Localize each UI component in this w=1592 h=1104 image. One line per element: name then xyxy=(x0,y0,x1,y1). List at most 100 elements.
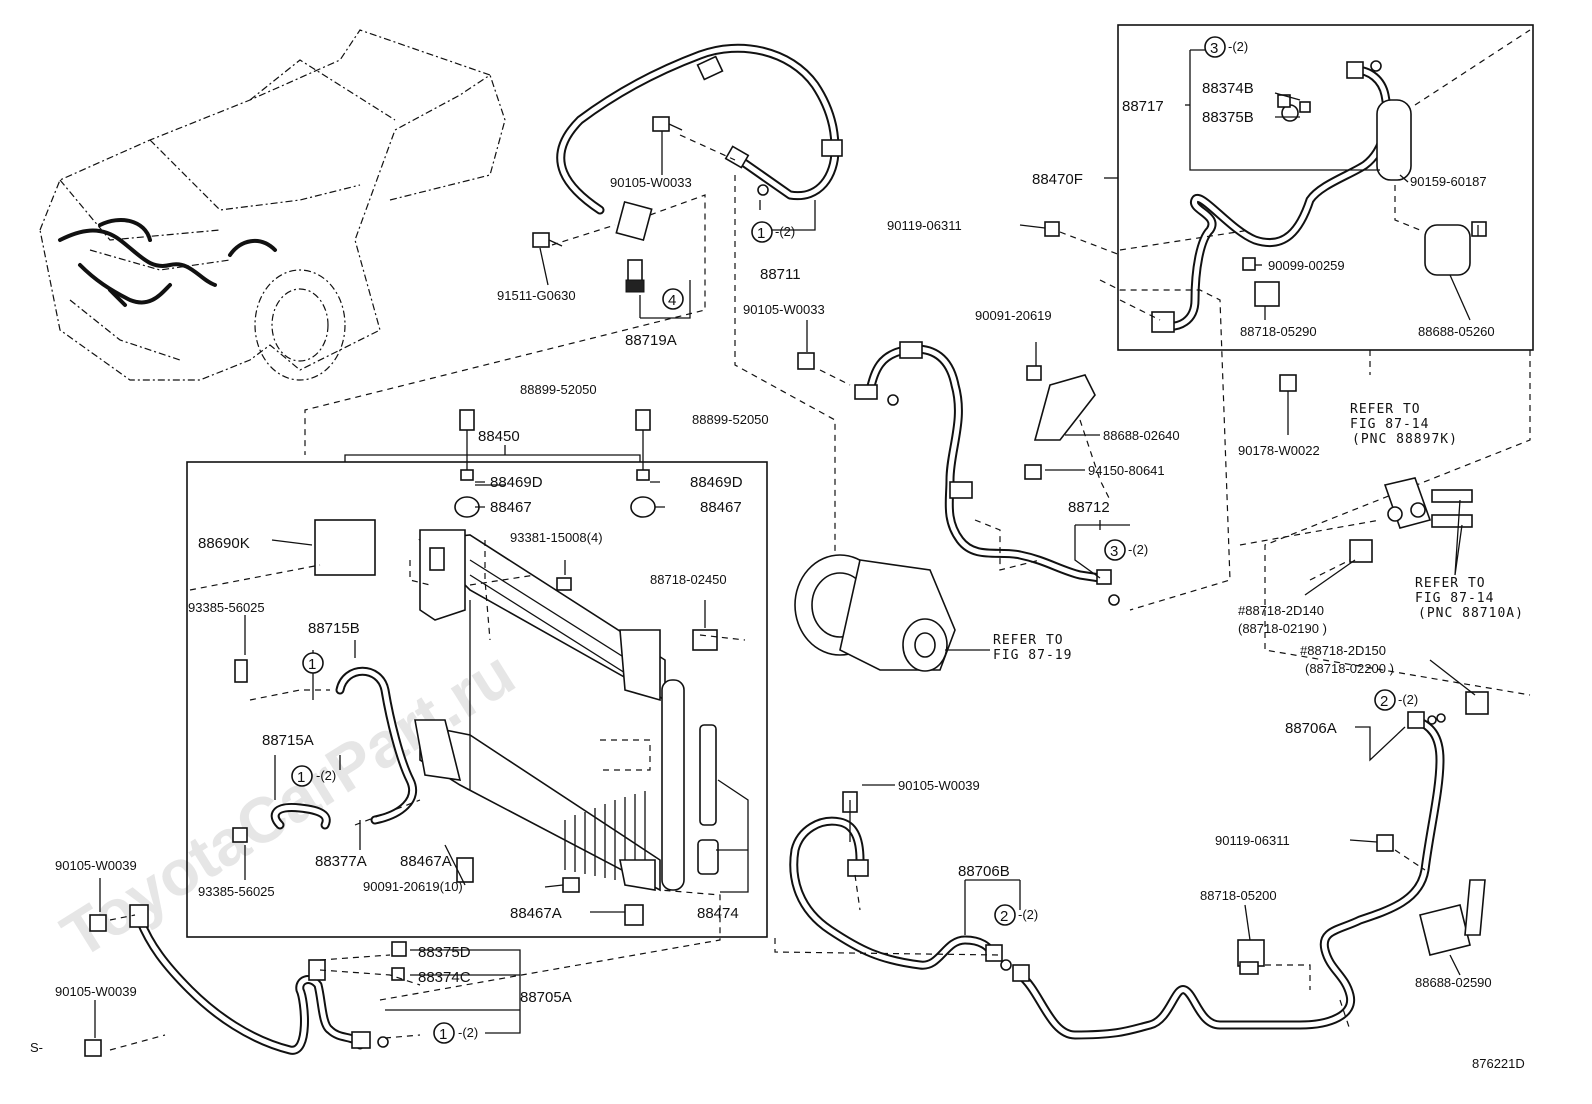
label-88718-2d150: #88718-2D150 xyxy=(1300,643,1386,658)
svg-text:1: 1 xyxy=(297,769,305,786)
svg-text:REFER TO: REFER TO xyxy=(1350,402,1421,417)
label-90105-w0033-a: 90105-W0033 xyxy=(610,175,692,190)
label-94150-80641: 94150-80641 xyxy=(1088,463,1165,478)
svg-text:2: 2 xyxy=(1000,908,1008,925)
label-90099-00259: 90099-00259 xyxy=(1268,258,1345,273)
label-88718-2d140: #88718-2D140 xyxy=(1238,603,1324,618)
label-90159-60187: 90159-60187 xyxy=(1410,174,1487,189)
pipe-88706a xyxy=(1012,711,1446,1040)
label-88718-02200: (88718-02200 ) xyxy=(1305,661,1394,676)
svg-text:(PNC 88710A): (PNC 88710A) xyxy=(1418,606,1524,621)
svg-text:-(2): -(2) xyxy=(1128,542,1148,557)
part-labels: 88711 90105-W0033 91511-G0630 88719A 901… xyxy=(55,80,1495,1006)
diagram-id: 876221D xyxy=(1472,1056,1525,1071)
receiver-box-88470f xyxy=(1117,24,1534,351)
label-88690k: 88690K xyxy=(198,535,250,552)
label-91511-g0630: 91511-G0630 xyxy=(497,288,576,303)
label-88706a: 88706A xyxy=(1285,720,1337,737)
svg-text:1: 1 xyxy=(757,225,765,242)
svg-text:-(2): -(2) xyxy=(775,224,795,239)
pipe-88470f xyxy=(1151,60,1412,333)
pipe-88715a xyxy=(270,802,331,830)
hose-88711 xyxy=(556,43,843,215)
callout-2-88706a: 2 -(2) xyxy=(1374,689,1418,711)
callout-2-88706b: 2 -(2) xyxy=(994,904,1038,926)
label-88899-52050-a: 88899-52050 xyxy=(520,382,597,397)
label-90105-w0033-b: 90105-W0033 xyxy=(743,302,825,317)
label-88717: 88717 xyxy=(1122,98,1164,115)
condenser-core xyxy=(418,534,666,892)
fasteners-condenser xyxy=(232,409,718,926)
label-88469d-a: 88469D xyxy=(490,474,543,491)
label-88899-52050-b: 88899-52050 xyxy=(692,412,769,427)
label-88718-02190: (88718-02190 ) xyxy=(1238,621,1327,636)
label-88374b: 88374B xyxy=(1202,80,1254,97)
svg-text:-(2): -(2) xyxy=(458,1025,478,1040)
corner-mark: S- xyxy=(30,1040,43,1055)
label-88688-02640: 88688-02640 xyxy=(1103,428,1180,443)
condenser-assembly-box xyxy=(186,461,768,938)
pipe-88715b xyxy=(335,666,417,825)
label-88705a: 88705A xyxy=(520,989,572,1006)
svg-text:4: 4 xyxy=(668,292,676,309)
label-88719a: 88719A xyxy=(625,332,677,349)
svg-text:REFER TO: REFER TO xyxy=(993,633,1064,648)
wire-harness xyxy=(58,218,277,307)
condenser-fins xyxy=(564,791,646,886)
label-88688-05260: 88688-05260 xyxy=(1418,324,1495,339)
bracket-88688-02640 xyxy=(797,352,1096,480)
label-88467a-b: 88467A xyxy=(510,905,562,922)
receiver-parts-box xyxy=(1242,94,1487,307)
svg-text:-(2): -(2) xyxy=(1228,39,1248,54)
label-90178-w0022: 90178-W0022 xyxy=(1238,443,1320,458)
label-88711: 88711 xyxy=(760,266,801,283)
receiver-tank xyxy=(661,679,685,891)
label-90105-w0039-c: 90105-W0039 xyxy=(898,778,980,793)
compressor xyxy=(794,554,956,672)
callout-4-88719a: 4 xyxy=(662,288,684,310)
hose-88712 xyxy=(854,341,1120,606)
svg-text:FIG 87-14: FIG 87-14 xyxy=(1350,417,1429,432)
label-88469d-b: 88469D xyxy=(690,474,743,491)
label-88706b: 88706B xyxy=(958,863,1010,880)
svg-text:-(2): -(2) xyxy=(1398,692,1418,707)
label-88467-a: 88467 xyxy=(490,499,532,516)
label-88474: 88474 xyxy=(697,905,739,922)
label-88688-02590: 88688-02590 xyxy=(1415,975,1492,990)
label-88718-02450: 88718-02450 xyxy=(650,572,727,587)
svg-text:1: 1 xyxy=(439,1026,447,1043)
label-90119-06311-a: 90119-06311 xyxy=(887,218,962,233)
bolts-top xyxy=(532,116,683,248)
refer-notes: REFER TO FIG 87-14 (PNC 88897K) REFER TO… xyxy=(993,402,1524,663)
label-88377a: 88377A xyxy=(315,853,367,870)
callout-1-88711: 1 -(2) xyxy=(751,221,795,243)
bolts-bottom-left xyxy=(84,914,407,1057)
label-88718-05200: 88718-05200 xyxy=(1200,888,1277,903)
pipe-88706b xyxy=(789,791,1012,971)
svg-text:3: 3 xyxy=(1110,543,1118,560)
label-88467a-a: 88467A xyxy=(400,853,452,870)
label-88715b: 88715B xyxy=(308,620,360,637)
label-90105-w0039-b: 90105-W0039 xyxy=(55,984,137,999)
label-93385-56025-b: 93385-56025 xyxy=(198,884,275,899)
label-88718-05290: 88718-05290 xyxy=(1240,324,1317,339)
svg-text:(PNC 88897K): (PNC 88897K) xyxy=(1352,432,1458,447)
label-88375b: 88375B xyxy=(1202,109,1254,126)
svg-text:REFER TO: REFER TO xyxy=(1415,576,1486,591)
callout-3-88717: 3 -(2) xyxy=(1204,36,1248,58)
brackets-right xyxy=(1237,834,1486,975)
svg-text:FIG 87-14: FIG 87-14 xyxy=(1415,591,1494,606)
svg-text:1: 1 xyxy=(308,656,316,673)
condenser-bracket xyxy=(414,529,661,891)
label-93381-15008: 93381-15008(4) xyxy=(510,530,603,545)
label-90119-06311-b: 90119-06311 xyxy=(1215,833,1290,848)
callout-1-88715b: 1 xyxy=(302,652,324,674)
callout-1-88705a: 1 -(2) xyxy=(433,1022,478,1044)
label-90091-20619: 90091-20619 xyxy=(975,308,1052,323)
svg-text:-(2): -(2) xyxy=(316,768,336,783)
label-90091-20619-10: 90091-20619(10) xyxy=(363,879,463,894)
pipe-88705a xyxy=(129,904,389,1055)
svg-text:-(2): -(2) xyxy=(1018,907,1038,922)
label-90105-w0039-a: 90105-W0039 xyxy=(55,858,137,873)
